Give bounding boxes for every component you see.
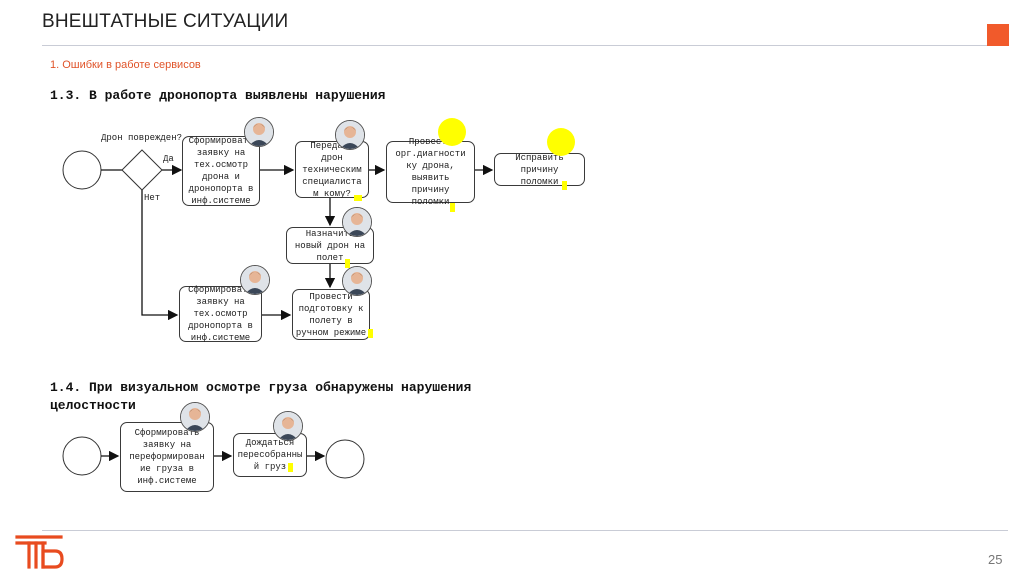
task-wait-cargo[interactable]: Дождаться пересобранны й груз — [233, 433, 307, 477]
gateway-question-label: Дрон поврежден? — [101, 133, 182, 143]
task-request-cargo-reform[interactable]: Сформировать заявку на переформирован ие… — [120, 422, 214, 492]
logo-icon — [15, 532, 65, 570]
task-request-inspection-dronoport[interactable]: Сформировать заявку на тех.осмотр дроноп… — [179, 286, 262, 342]
section-heading-1-4: 1.4. При визуальном осмотре груза обнару… — [50, 379, 471, 415]
no-label: Нет — [144, 193, 160, 203]
avatar-icon — [335, 120, 365, 150]
start-event — [63, 151, 101, 189]
footer-divider — [42, 530, 1008, 531]
task-request-inspection-drone[interactable]: Сформировать заявку на тех.осмотр дрона … — [182, 136, 260, 206]
section-heading-1-4-line2: целостности — [50, 397, 471, 415]
task-transfer-drone[interactable]: Передать дрон техническим специалиста м … — [295, 141, 369, 198]
highlight-marker — [345, 259, 350, 268]
highlight-marker — [562, 181, 567, 190]
start-event-2 — [63, 437, 101, 475]
avatar-icon — [342, 207, 372, 237]
task-fix-breakdown[interactable]: Исправить причину поломки — [494, 153, 585, 186]
yes-label: Да — [163, 154, 174, 164]
page-number: 25 — [988, 552, 1002, 567]
highlight-marker — [438, 118, 466, 146]
highlight-marker — [450, 203, 455, 212]
gateway-diamond — [122, 150, 162, 190]
section-heading-1-4-line1: 1.4. При визуальном осмотре груза обнару… — [50, 379, 471, 397]
avatar-icon — [244, 117, 274, 147]
highlight-marker — [354, 195, 362, 201]
avatar-icon — [342, 266, 372, 296]
highlight-marker — [368, 329, 373, 338]
avatar-icon — [240, 265, 270, 295]
end-event — [326, 440, 364, 478]
highlight-marker — [547, 128, 575, 156]
avatar-icon — [273, 411, 303, 441]
highlight-marker — [288, 463, 293, 472]
task-diagnostics[interactable]: Провести орг.диагности ку дрона, выявить… — [386, 141, 475, 203]
avatar-icon — [180, 402, 210, 432]
task-manual-preparation[interactable]: Провести подготовку к полету в ручном ре… — [292, 289, 370, 340]
